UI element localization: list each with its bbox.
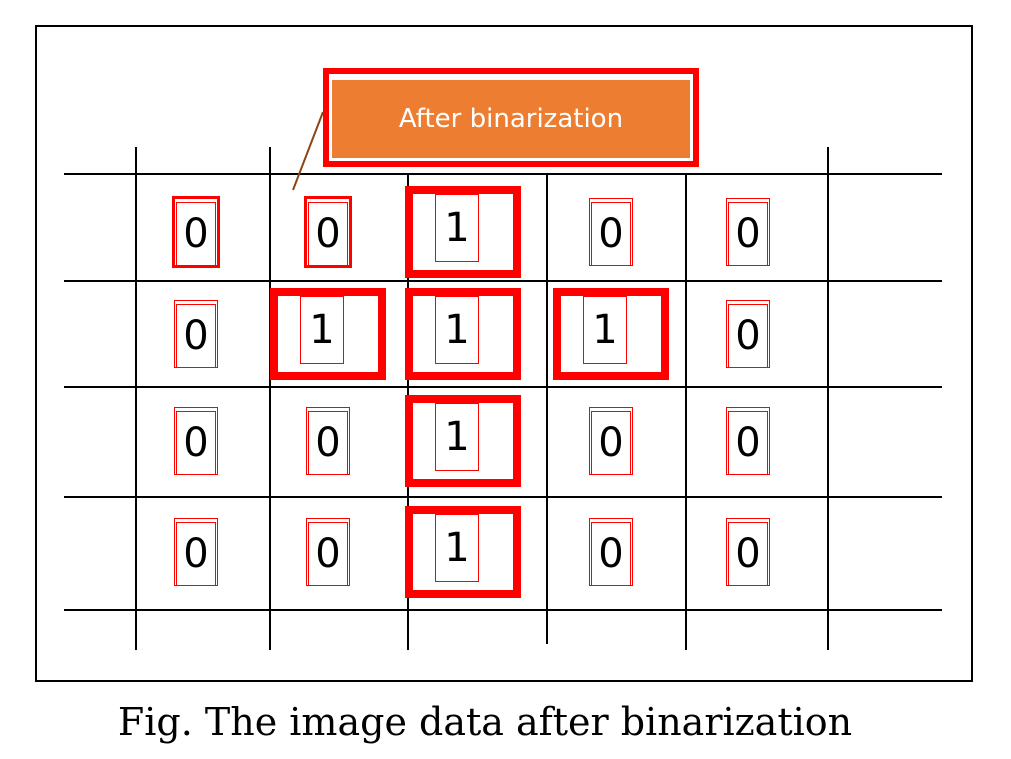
value-box	[435, 514, 479, 582]
value-box	[583, 296, 627, 364]
highlight-box-strong	[405, 288, 521, 380]
value-box	[728, 304, 768, 368]
grid-line	[546, 174, 548, 644]
highlight-box-strong	[553, 288, 669, 380]
value-box	[728, 522, 768, 586]
binary-value: 0	[598, 420, 624, 466]
binary-value: 1	[444, 525, 470, 571]
callout-box: After binarization	[323, 68, 699, 167]
grid-line	[685, 174, 687, 650]
highlight-box	[172, 196, 220, 268]
binary-value: 0	[315, 211, 341, 257]
value-box	[308, 522, 348, 586]
binary-value: 0	[183, 313, 209, 359]
value-box	[176, 411, 216, 475]
grid-line	[64, 609, 942, 611]
binary-value: 0	[735, 531, 761, 577]
highlight-box-strong	[405, 395, 521, 487]
binary-value: 1	[444, 307, 470, 353]
value-box	[435, 403, 479, 471]
value-box	[728, 411, 768, 475]
grid-line	[64, 280, 942, 282]
binary-value: 0	[315, 420, 341, 466]
grid-line	[64, 173, 942, 175]
binary-value: 0	[183, 211, 209, 257]
binary-value: 0	[735, 420, 761, 466]
binary-value: 0	[735, 211, 761, 257]
grid-line	[135, 147, 137, 650]
binary-value: 0	[598, 531, 624, 577]
figure-frame	[35, 25, 973, 682]
callout-label: After binarization	[332, 80, 690, 158]
value-box	[591, 411, 631, 475]
highlight-box	[304, 196, 352, 268]
highlight-box-strong	[270, 288, 386, 380]
figure-caption: Fig. The image data after binarization	[117, 700, 853, 744]
value-box	[728, 202, 768, 266]
value-box	[300, 296, 344, 364]
binary-value: 0	[735, 313, 761, 359]
binary-value: 0	[183, 420, 209, 466]
grid-line	[827, 147, 829, 650]
highlight-box-strong	[405, 186, 521, 278]
value-box	[176, 522, 216, 586]
value-box	[435, 194, 479, 262]
binary-value: 1	[592, 307, 618, 353]
value-box	[435, 296, 479, 364]
binary-value: 1	[309, 307, 335, 353]
grid-line	[64, 496, 942, 498]
binary-value: 0	[315, 531, 341, 577]
binary-value: 1	[444, 205, 470, 251]
grid-line	[64, 386, 942, 388]
binary-value: 0	[183, 531, 209, 577]
value-box	[308, 202, 348, 266]
value-box	[591, 522, 631, 586]
value-box	[176, 304, 216, 368]
highlight-box-strong	[405, 506, 521, 598]
grid-line	[269, 147, 271, 650]
value-box	[308, 411, 348, 475]
binary-value: 1	[444, 414, 470, 460]
value-box	[591, 202, 631, 266]
callout-pointer-line	[292, 111, 324, 191]
value-box	[176, 202, 216, 266]
binary-value: 0	[598, 211, 624, 257]
